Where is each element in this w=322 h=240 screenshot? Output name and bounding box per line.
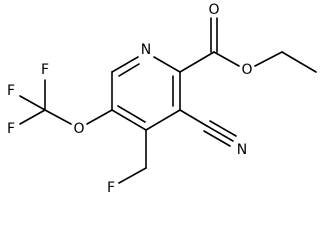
bond-ester-o-ch2 — [254, 51, 283, 67]
nitrile-group — [179, 109, 237, 147]
bond-c6-n-inner — [118, 63, 140, 77]
bond-n-c2 — [153, 56, 181, 73]
ring-nitrogen-label: N — [141, 42, 151, 58]
bond-c4-c5-inner — [117, 105, 146, 123]
ethyl-ester-group — [179, 17, 317, 73]
fluoromethyl-fluorine-label: F — [107, 180, 115, 196]
structural-formula: N O O O N F F F F — [7, 2, 317, 196]
trifluoromethyl-fluorine-left-label: F — [7, 83, 15, 99]
trifluoromethyl-fluorine-top-label: F — [41, 62, 49, 78]
bond-c4-c5 — [111, 109, 147, 131]
bond-cf3-f-bottom — [19, 109, 46, 125]
ether-oxygen-label: O — [73, 121, 84, 137]
pyridine-ring — [111, 56, 181, 131]
bond-ch2-ch3 — [281, 51, 317, 73]
bond-c3-cn — [179, 109, 208, 127]
trifluoromethoxy-group — [19, 79, 113, 125]
bond-cn-triple-c — [203, 130, 231, 147]
trifluoromethyl-fluorine-bottom-label: F — [7, 121, 15, 137]
carbonyl-oxygen-label: O — [208, 2, 219, 18]
bond-cn-triple-b — [209, 120, 237, 137]
bond-cf3-f-left — [19, 95, 46, 111]
nitrile-nitrogen-label: N — [237, 142, 247, 158]
ester-oxygen-label: O — [241, 62, 252, 78]
bond-c3-c4 — [145, 109, 181, 131]
bond-c6-n — [111, 56, 139, 73]
bond-c2-carbonyl — [179, 51, 215, 73]
bond-ch2-f — [118, 167, 147, 184]
bond-carbonyl-ester-o — [213, 51, 240, 67]
bond-cn-triple-a — [206, 125, 234, 142]
bond-c5-ether-o — [86, 109, 113, 125]
fluoromethyl-group — [118, 129, 147, 184]
bond-ether-o-cf3 — [44, 109, 72, 125]
